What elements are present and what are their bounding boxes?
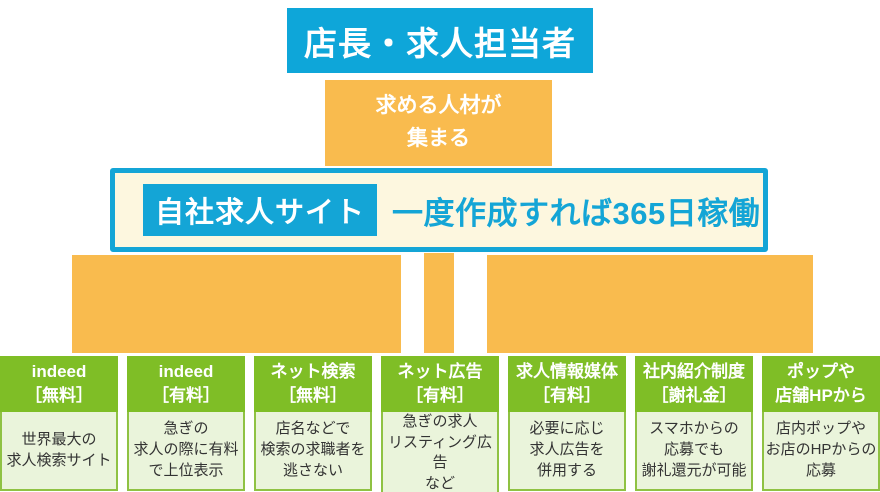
channel-description: 店内ポップや お店のHPからの 応募	[762, 412, 880, 491]
channel-net-search: ネット検索 ［無料］ 店名などで 検索の求職者を 逃さない	[254, 356, 372, 491]
channel-description: 急ぎの 求人の際に有料 で上位表示	[127, 412, 245, 491]
banner-slogan: 一度作成すれば365日稼働	[392, 195, 761, 231]
talent-gather-label: 求める人材が 集まる	[375, 94, 502, 150]
connector-block-right	[487, 255, 813, 353]
own-recruit-site-banner: 自社求人サイト 一度作成すれば365日稼働	[110, 168, 768, 252]
channel-indeed-paid: indeed ［有料］ 急ぎの 求人の際に有料 で上位表示	[127, 356, 245, 491]
channel-indeed-free: indeed ［無料］ 世界最大の 求人検索サイト	[0, 356, 118, 491]
channel-description: 世界最大の 求人検索サイト	[0, 412, 118, 491]
channel-header: 求人情報媒体 ［有料］	[508, 356, 626, 412]
manager-label: 店長・求人担当者	[304, 24, 576, 62]
connector-block-middle	[424, 253, 454, 353]
channel-columns: indeed ［無料］ 世界最大の 求人検索サイト indeed ［有料］ 急ぎ…	[0, 356, 880, 492]
channel-pop-hp: ポップや 店舗HPから 店内ポップや お店のHPからの 応募	[762, 356, 880, 491]
channel-header: indeed ［無料］	[0, 356, 118, 412]
connector-block-left	[72, 255, 401, 353]
channel-header: ポップや 店舗HPから	[762, 356, 880, 412]
channel-referral: 社内紹介制度 ［謝礼金］ スマホからの 応募でも 謝礼還元が可能	[635, 356, 753, 491]
manager-box: 店長・求人担当者	[287, 8, 593, 73]
channel-header: indeed ［有料］	[127, 356, 245, 412]
channel-description: 必要に応じ 求人広告を 併用する	[508, 412, 626, 491]
channel-job-media: 求人情報媒体 ［有料］ 必要に応じ 求人広告を 併用する	[508, 356, 626, 491]
channel-description: スマホからの 応募でも 謝礼還元が可能	[635, 412, 753, 491]
channel-header: ネット検索 ［無料］	[254, 356, 372, 412]
talent-gather-note: 求める人材が 集まる	[325, 80, 552, 166]
channel-header: ネット広告 ［有料］	[381, 356, 499, 412]
channel-header: 社内紹介制度 ［謝礼金］	[635, 356, 753, 412]
own-recruit-site-badge: 自社求人サイト	[143, 184, 378, 236]
channel-description: 急ぎの求人 リスティング広告 など	[381, 412, 499, 492]
channel-description: 店名などで 検索の求職者を 逃さない	[254, 412, 372, 491]
channel-net-ads: ネット広告 ［有料］ 急ぎの求人 リスティング広告 など	[381, 356, 499, 492]
